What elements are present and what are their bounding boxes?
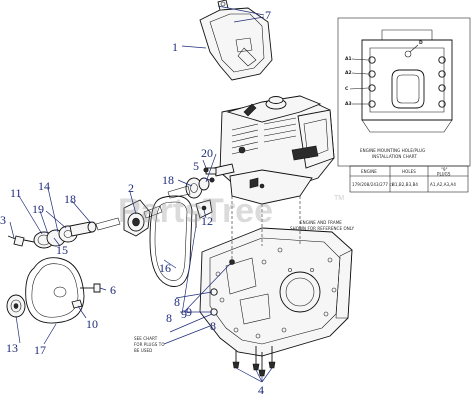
- inset-label-a2: A2: [345, 70, 352, 76]
- inset-label-a3: A3: [345, 101, 352, 107]
- leader-lines: [9, 5, 273, 383]
- callout-5: 5: [193, 159, 199, 173]
- note-engine-frame-l2: SHOWN FOR REFERENCE ONLY: [290, 226, 355, 231]
- inset-mounting-diagram: A1 A2 C A3 D ENGINE MOUNTING HOLE/PLUG I…: [337, 17, 471, 167]
- inset-label-c: C: [345, 86, 349, 92]
- note-engine-frame: ENGINE AND FRAME SHOWN FOR REFERENCE ONL…: [290, 220, 355, 231]
- part-12: [195, 199, 213, 228]
- callout-17: 17: [34, 343, 46, 357]
- idler-bracket-2: [123, 199, 163, 237]
- inset-title-line2: INSTALLATION CHART: [372, 154, 417, 159]
- table-col-plugs-sub: PLUGS: [437, 172, 451, 177]
- belt-17: [25, 257, 85, 324]
- callout-9a: 9: [181, 307, 187, 321]
- callout-19: 19: [32, 202, 44, 216]
- table-row-model: 179/208/243/277 cc: [352, 182, 394, 187]
- table-row-plugs: A1,A2,A3,A4: [430, 182, 456, 187]
- belt-16: [149, 195, 193, 287]
- pulley-assembly: [33, 217, 121, 249]
- frame-bolts: [210, 196, 301, 316]
- callout-14: 14: [38, 179, 50, 193]
- callout-8b: 8: [166, 311, 172, 325]
- part-10: [71, 299, 83, 309]
- inset-title-line1: ENGINE MOUNTING HOLE/PLUG: [360, 148, 425, 153]
- frame-housing: [199, 227, 353, 377]
- callout-12: 12: [201, 214, 213, 228]
- callout-18b: 18: [162, 173, 174, 187]
- watermark-tm: TM: [334, 195, 344, 202]
- callout-8a: 8: [174, 295, 180, 309]
- note-see-chart: SEE CHART FOR PLUGS TO BE USED: [134, 336, 165, 353]
- table-col-engine: ENGINE: [361, 169, 377, 174]
- inset-label-d: D: [419, 40, 423, 46]
- callout-16: 16: [159, 261, 171, 275]
- pulley-13: [6, 294, 26, 318]
- belt-cover: [199, 0, 273, 81]
- note-see-chart-l2: FOR PLUGS TO: [134, 342, 165, 347]
- bolt-3: [7, 235, 35, 247]
- callout-4: 4: [258, 383, 264, 397]
- callout-11: 11: [10, 186, 22, 200]
- callout-13: 13: [6, 341, 18, 355]
- note-see-chart-l3: BE USED: [134, 348, 152, 353]
- callout-8c: 8: [210, 319, 216, 333]
- plug-chart-table: ENGINE HOLES "9" PLUGS 179/208/243/277 c…: [349, 165, 469, 193]
- callout-15: 15: [56, 243, 68, 257]
- callout-20: 20: [201, 146, 213, 160]
- table-col-holes: HOLES: [402, 169, 416, 174]
- callout-7: 7: [265, 8, 271, 22]
- inset-label-a1: A1: [345, 56, 352, 62]
- callout-10: 10: [86, 317, 98, 331]
- table-border: [349, 165, 469, 193]
- callout-numbers: 1 2 3 4 5 6 7 8 8 8 9 9 10 11 12 13 14 1…: [0, 8, 271, 397]
- part-6: [80, 283, 101, 293]
- callout-9b: 9: [186, 305, 192, 319]
- engine-assembly: [205, 95, 335, 205]
- watermark: PartsTree: [118, 192, 273, 230]
- callout-2: 2: [128, 181, 134, 195]
- table-row-holes: B1,B2,B3,B4: [392, 182, 418, 187]
- note-see-chart-l1: SEE CHART: [134, 336, 158, 341]
- part-5: [203, 167, 215, 183]
- callout-18: 18: [64, 192, 76, 206]
- callout-3: 3: [0, 213, 6, 227]
- table-col-plugs: "9": [441, 167, 448, 172]
- note-engine-frame-l1: ENGINE AND FRAME: [300, 220, 342, 225]
- callout-1: 1: [172, 40, 178, 54]
- callout-6: 6: [110, 283, 116, 297]
